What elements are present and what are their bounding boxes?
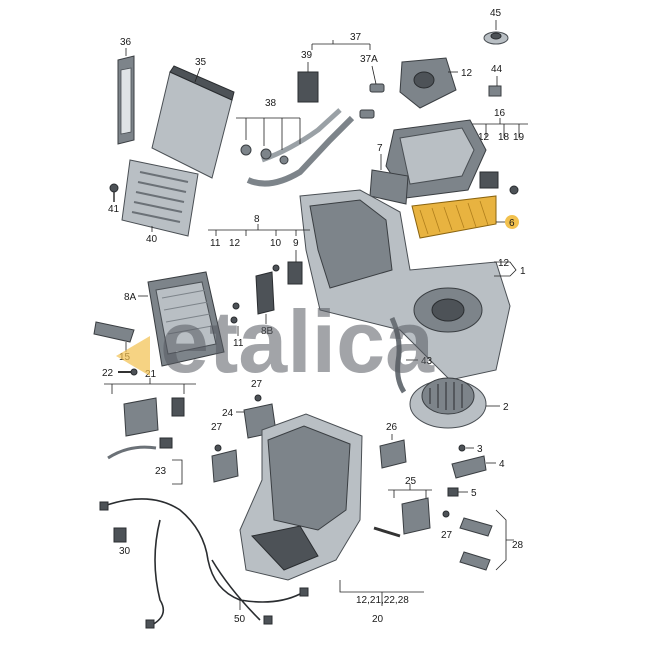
callout-20-list: 12,21,22,28 (356, 595, 409, 606)
callout-38: 38 (265, 98, 277, 109)
callout-25: 25 (405, 476, 417, 487)
part-30-connector (113, 527, 127, 543)
part-45-grommet (483, 20, 509, 45)
callout-40: 40 (146, 234, 158, 245)
callout-50: 50 (234, 614, 246, 625)
callout-36: 36 (120, 37, 132, 48)
callout-1: 1 (520, 266, 526, 277)
part-37a-fitting (359, 65, 385, 119)
callout-11-top: 11 (210, 238, 221, 249)
part-7-flap (369, 154, 409, 205)
callout-8b: 8B (261, 326, 274, 337)
callout-26: 26 (386, 422, 398, 433)
part-26-actuator (379, 434, 407, 469)
callout-3: 3 (477, 444, 483, 455)
part-16-air-distribution-unit (385, 119, 519, 199)
part-28-temperature-sensor (459, 517, 493, 571)
part-27-screw-c (442, 510, 450, 518)
callout-37: 37 (350, 32, 362, 43)
callout-6: 6 (509, 218, 515, 229)
part-11-screws (230, 302, 240, 336)
part-50-wiring-harness (99, 498, 309, 629)
part-20-lower-housing (239, 413, 363, 581)
part-22-screw (118, 368, 138, 376)
part-9-sensor (287, 250, 303, 285)
part-10-clip (272, 264, 280, 272)
callout-21: 21 (145, 369, 157, 380)
part-39-expansion-valve (297, 62, 319, 103)
part-41-screw (109, 183, 119, 202)
callout-39: 39 (301, 50, 313, 61)
callout-28: 28 (512, 540, 524, 551)
callout-7: 7 (377, 143, 383, 154)
callout-5: 5 (471, 488, 477, 499)
part-25-actuator (373, 497, 431, 538)
callout-41: 41 (108, 204, 120, 215)
callout-12-right: 12 (478, 132, 490, 143)
part-27-screw-b (214, 444, 222, 452)
part-36-side-panel (117, 48, 135, 145)
callout-9: 9 (293, 238, 299, 249)
part-2-blower-motor (409, 377, 500, 429)
callout-27-b: 27 (211, 422, 223, 433)
callout-27-c: 27 (441, 530, 453, 541)
callout-19: 19 (513, 132, 525, 143)
part-21-actuator-set (107, 397, 185, 460)
callout-11-bottom: 11 (233, 338, 244, 349)
callout-16: 16 (494, 108, 506, 119)
callout-37a: 37A (360, 54, 378, 65)
part-6-cabin-filter (411, 195, 506, 239)
part-1-hvac-housing (299, 189, 511, 381)
part-40-heater-core (121, 159, 199, 237)
callout-10: 10 (270, 238, 282, 249)
part-38-pipes (236, 108, 355, 187)
callout-24: 24 (222, 408, 234, 419)
part-12-seal-plate (399, 57, 458, 109)
part-15-sensor (93, 321, 135, 352)
part-44-clip (488, 76, 502, 97)
callout-2: 2 (503, 402, 509, 413)
callout-4: 4 (499, 459, 505, 470)
part-27-screw-a (254, 394, 262, 402)
callout-20: 20 (372, 614, 384, 625)
callout-12-housing: 12 (498, 258, 510, 269)
watermark-text: etalica (160, 292, 435, 391)
part-43-drain-hose (389, 316, 418, 394)
callout-8a: 8A (124, 292, 137, 303)
callout-30: 30 (119, 546, 131, 557)
part-8a-heat-exchanger (138, 271, 225, 367)
callout-22: 22 (102, 368, 114, 379)
callout-6-highlight (505, 215, 519, 229)
callout-23: 23 (155, 466, 167, 477)
part-8b-gasket (255, 271, 275, 324)
part-35-evaporator (151, 65, 235, 179)
callout-35: 35 (195, 57, 207, 68)
part-4-resistor (451, 455, 496, 479)
part-3-screw (458, 444, 474, 452)
part-5-clip (447, 487, 468, 497)
callout-27-a: 27 (251, 379, 263, 390)
callout-45: 45 (490, 8, 502, 19)
callout-12-group: 12 (229, 238, 241, 249)
callout-43: 43 (421, 356, 433, 367)
callout-8: 8 (254, 214, 260, 225)
callout-18: 18 (498, 132, 510, 143)
part-23-actuator (172, 449, 239, 485)
callout-44: 44 (491, 64, 503, 75)
watermark: etalica (116, 292, 435, 391)
callout-12-top: 12 (461, 68, 473, 79)
